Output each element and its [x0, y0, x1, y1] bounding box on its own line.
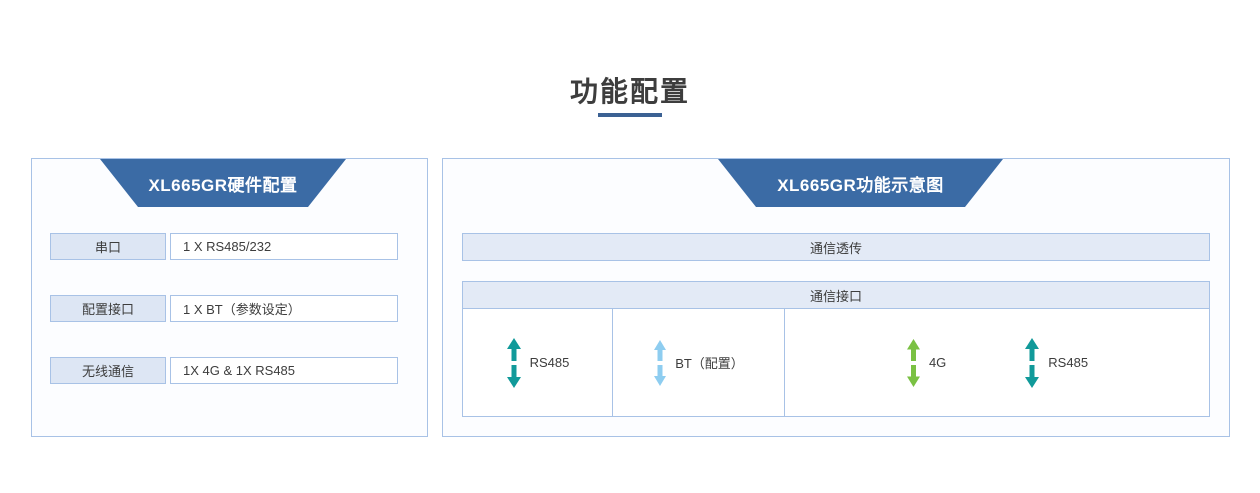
table-row: 配置接口 1 X BT（参数设定）	[50, 295, 398, 322]
interface-label: RS485	[529, 355, 570, 370]
row-label-text: 串口	[94, 240, 121, 255]
title-underline-divider	[598, 113, 662, 117]
row-label-wireless-comm: 无线通信	[50, 357, 166, 384]
interface-label: 4G	[928, 355, 947, 370]
interface-label: BT（配置）	[675, 356, 744, 371]
function-diagram-banner: XL665GR功能示意图	[718, 159, 1003, 207]
row-value-text: 1 X BT（参数设定）	[183, 302, 301, 317]
bar-communication-interface: 通信接口	[462, 281, 1210, 309]
row-value-serial-port: 1 X RS485/232	[170, 233, 398, 260]
interface-cell-wireless: 4G RS485	[785, 309, 1209, 416]
row-label-text: 配置接口	[81, 302, 134, 317]
table-row: 串口 1 X RS485/232	[50, 233, 398, 260]
row-value-wireless-comm: 1X 4G & 1X RS485	[170, 357, 398, 384]
row-label-serial-port: 串口	[50, 233, 166, 260]
row-value-config-interface: 1 X BT（参数设定）	[170, 295, 398, 322]
row-value-text: 1X 4G & 1X RS485	[183, 363, 296, 378]
interface-cell-bt: BT（配置）	[613, 309, 785, 416]
list-item: BT（配置）	[653, 339, 744, 386]
interface-cells-container: RS485 BT（配置）	[462, 309, 1210, 417]
hardware-config-banner: XL665GR硬件配置	[100, 159, 346, 207]
hardware-config-panel: XL665GR硬件配置 串口 1 X RS485/232 配置接口 1 X BT…	[31, 158, 428, 437]
table-row: 无线通信 1X 4G & 1X RS485	[50, 357, 398, 384]
double-arrow-vertical-icon	[653, 339, 667, 386]
interface-label: RS485	[1048, 355, 1089, 370]
bar-transparent-transmission: 通信透传	[462, 233, 1210, 261]
double-arrow-vertical-icon	[906, 338, 921, 387]
row-value-text: 1 X RS485/232	[183, 239, 272, 254]
function-diagram-panel: XL665GR功能示意图 通信透传 通信接口 RS485	[442, 158, 1230, 437]
page-title: 功能配置	[569, 76, 690, 107]
row-label-config-interface: 配置接口	[50, 295, 166, 322]
bar-communication-interface-label: 通信接口	[809, 288, 862, 304]
bar-transparent-transmission-label: 通信透传	[809, 240, 862, 256]
function-diagram-banner-label: XL665GR功能示意图	[777, 175, 944, 195]
row-label-text: 无线通信	[81, 364, 134, 379]
double-arrow-vertical-icon	[506, 337, 522, 388]
double-arrow-vertical-icon	[1024, 337, 1040, 388]
list-item: RS485	[1024, 337, 1089, 388]
interface-cell-rs485: RS485	[463, 309, 613, 416]
list-item: 4G	[906, 338, 947, 387]
hardware-config-banner-label: XL665GR硬件配置	[148, 175, 298, 195]
list-item: RS485	[506, 337, 570, 388]
